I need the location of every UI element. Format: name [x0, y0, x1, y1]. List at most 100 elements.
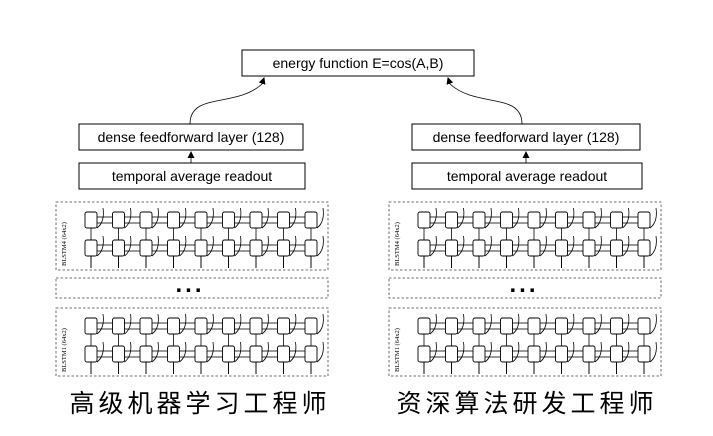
skip-connection [429, 207, 437, 229]
energy-function-label: energy function E=cos(A,B) [273, 55, 444, 71]
lstm-cell [472, 211, 486, 229]
skip-connection [512, 313, 520, 335]
skip-connection [457, 207, 465, 229]
skip-connection [206, 207, 214, 229]
ellipsis-row [388, 277, 662, 299]
lstm-cell [637, 211, 651, 229]
lstm-cell [222, 211, 235, 229]
skip-connection [649, 207, 657, 229]
blstm4-label: BLSTM4 (64x2) [61, 222, 68, 266]
skip-connection [206, 235, 214, 257]
skip-connection [289, 207, 297, 229]
lstm-cell [249, 345, 263, 363]
lstm-cell [610, 345, 623, 363]
lstm-cell [555, 239, 568, 257]
lstm-cell [277, 239, 290, 257]
left-branch: dense feedforward layer (128) temporal a… [55, 123, 329, 418]
skip-connection [96, 313, 104, 335]
skip-connection [429, 341, 437, 363]
lstm-cell [500, 211, 513, 229]
lstm-cell [555, 345, 568, 363]
dense-layer-box [411, 123, 641, 151]
skip-connection [484, 341, 492, 363]
lstm-cell [84, 317, 98, 335]
skip-connection [234, 207, 242, 229]
lstm-cell [249, 211, 263, 229]
lstm-cell [500, 345, 513, 363]
lstm-cell [582, 211, 596, 229]
blstm-frame [388, 201, 662, 271]
lstm-cell [610, 211, 623, 229]
skip-connection [124, 341, 132, 363]
lstm-cell [472, 345, 486, 363]
skip-connection [512, 341, 520, 363]
skip-connection [567, 341, 575, 363]
lstm-cell [112, 211, 125, 229]
skip-connection [594, 313, 602, 335]
skip-connection [567, 207, 575, 229]
skip-connection [622, 235, 630, 257]
readout-box [78, 162, 306, 190]
skip-connection [289, 235, 297, 257]
skip-connection [151, 313, 159, 335]
lstm-cell [445, 211, 458, 229]
lstm-cell [417, 317, 431, 335]
lstm-cell [582, 345, 596, 363]
lstm-cell [167, 317, 180, 335]
blstm4-label: BLSTM4 (64x2) [394, 222, 401, 266]
lstm-cell [637, 345, 651, 363]
skip-connection [457, 313, 465, 335]
skip-connection [316, 235, 324, 257]
blstm-frame [55, 307, 329, 377]
lstm-cell [139, 317, 153, 335]
skip-connection [289, 313, 297, 335]
lstm-cell [249, 317, 263, 335]
lstm-cell [112, 317, 125, 335]
blstm-frame [55, 201, 329, 271]
lstm-cell [555, 317, 568, 335]
skip-connection [512, 207, 520, 229]
lstm-cell [84, 239, 98, 257]
skip-connection [649, 341, 657, 363]
blstm1-block [55, 307, 329, 377]
skip-connection [261, 313, 269, 335]
skip-connection [96, 235, 104, 257]
skip-connection [649, 313, 657, 335]
lstm-cell [637, 317, 651, 335]
skip-connection [179, 341, 187, 363]
skip-connection [484, 207, 492, 229]
lstm-cell [112, 239, 125, 257]
lstm-cell [249, 239, 263, 257]
lstm-cell [222, 317, 235, 335]
lstm-cell [637, 239, 651, 257]
lstm-cell [167, 239, 180, 257]
lstm-cell [277, 211, 290, 229]
skip-connection [151, 207, 159, 229]
skip-connection [234, 235, 242, 257]
skip-connection [484, 235, 492, 257]
ellipsis-dots: ... [175, 271, 204, 298]
skip-connection [539, 341, 547, 363]
lstm-cell [194, 345, 208, 363]
skip-connection [429, 235, 437, 257]
skip-connection [179, 235, 187, 257]
skip-connection [316, 207, 324, 229]
readout-box [411, 162, 643, 190]
lstm-cell [555, 211, 568, 229]
blstm4-block [55, 201, 329, 271]
right-caption: 资深算法研发工程师 [396, 389, 657, 418]
lstm-cell [304, 211, 318, 229]
ellipsis-row [55, 277, 329, 299]
skip-connection [484, 313, 492, 335]
blstm-frame [388, 307, 662, 377]
skip-connection [622, 341, 630, 363]
lstm-cell [167, 211, 180, 229]
lstm-cell [445, 345, 458, 363]
skip-connection [206, 341, 214, 363]
skip-connection [539, 313, 547, 335]
dense-layer-label: dense feedforward layer (128) [98, 129, 285, 145]
skip-connection [206, 313, 214, 335]
lstm-cell [222, 239, 235, 257]
skip-connection [234, 341, 242, 363]
skip-connection [567, 313, 575, 335]
